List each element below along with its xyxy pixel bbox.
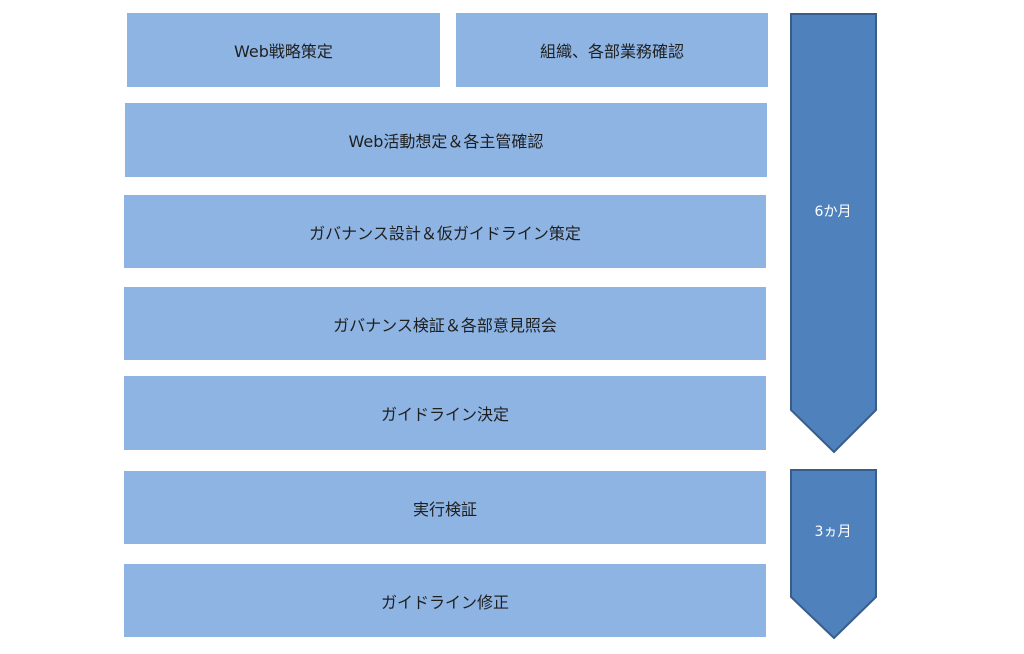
step-governance-design: ガバナンス設計＆仮ガイドライン策定 [124, 195, 766, 268]
step-label: ガバナンス設計＆仮ガイドライン策定 [309, 223, 581, 243]
step-label: Web戦略策定 [234, 42, 333, 61]
phase-arrow-3-months [790, 469, 877, 640]
phase-label-3-months: 3ヵ月 [815, 524, 852, 540]
step-governance-verification: ガバナンス検証＆各部意見照会 [124, 287, 766, 360]
step-guideline-revision: ガイドライン修正 [124, 564, 766, 637]
step-label: ガイドライン決定 [380, 405, 509, 424]
phase-label-6-months: 6か月 [815, 204, 852, 220]
step-label: ガバナンス検証＆各部意見照会 [333, 315, 557, 335]
step-label: Web活動想定＆各主管確認 [348, 132, 544, 151]
step-web-activity-assumption: Web活動想定＆各主管確認 [125, 103, 767, 177]
step-web-strategy: Web戦略策定 [127, 13, 440, 87]
step-label: 実行検証 [412, 499, 477, 519]
step-label: 組織、各部業務確認 [539, 42, 684, 61]
phase-arrow-6-months [790, 13, 877, 454]
step-guideline-decision: ガイドライン決定 [124, 376, 766, 450]
step-label: ガイドライン修正 [380, 592, 509, 612]
step-org-confirmation: 組織、各部業務確認 [456, 13, 768, 87]
step-execution-verification: 実行検証 [124, 471, 766, 544]
